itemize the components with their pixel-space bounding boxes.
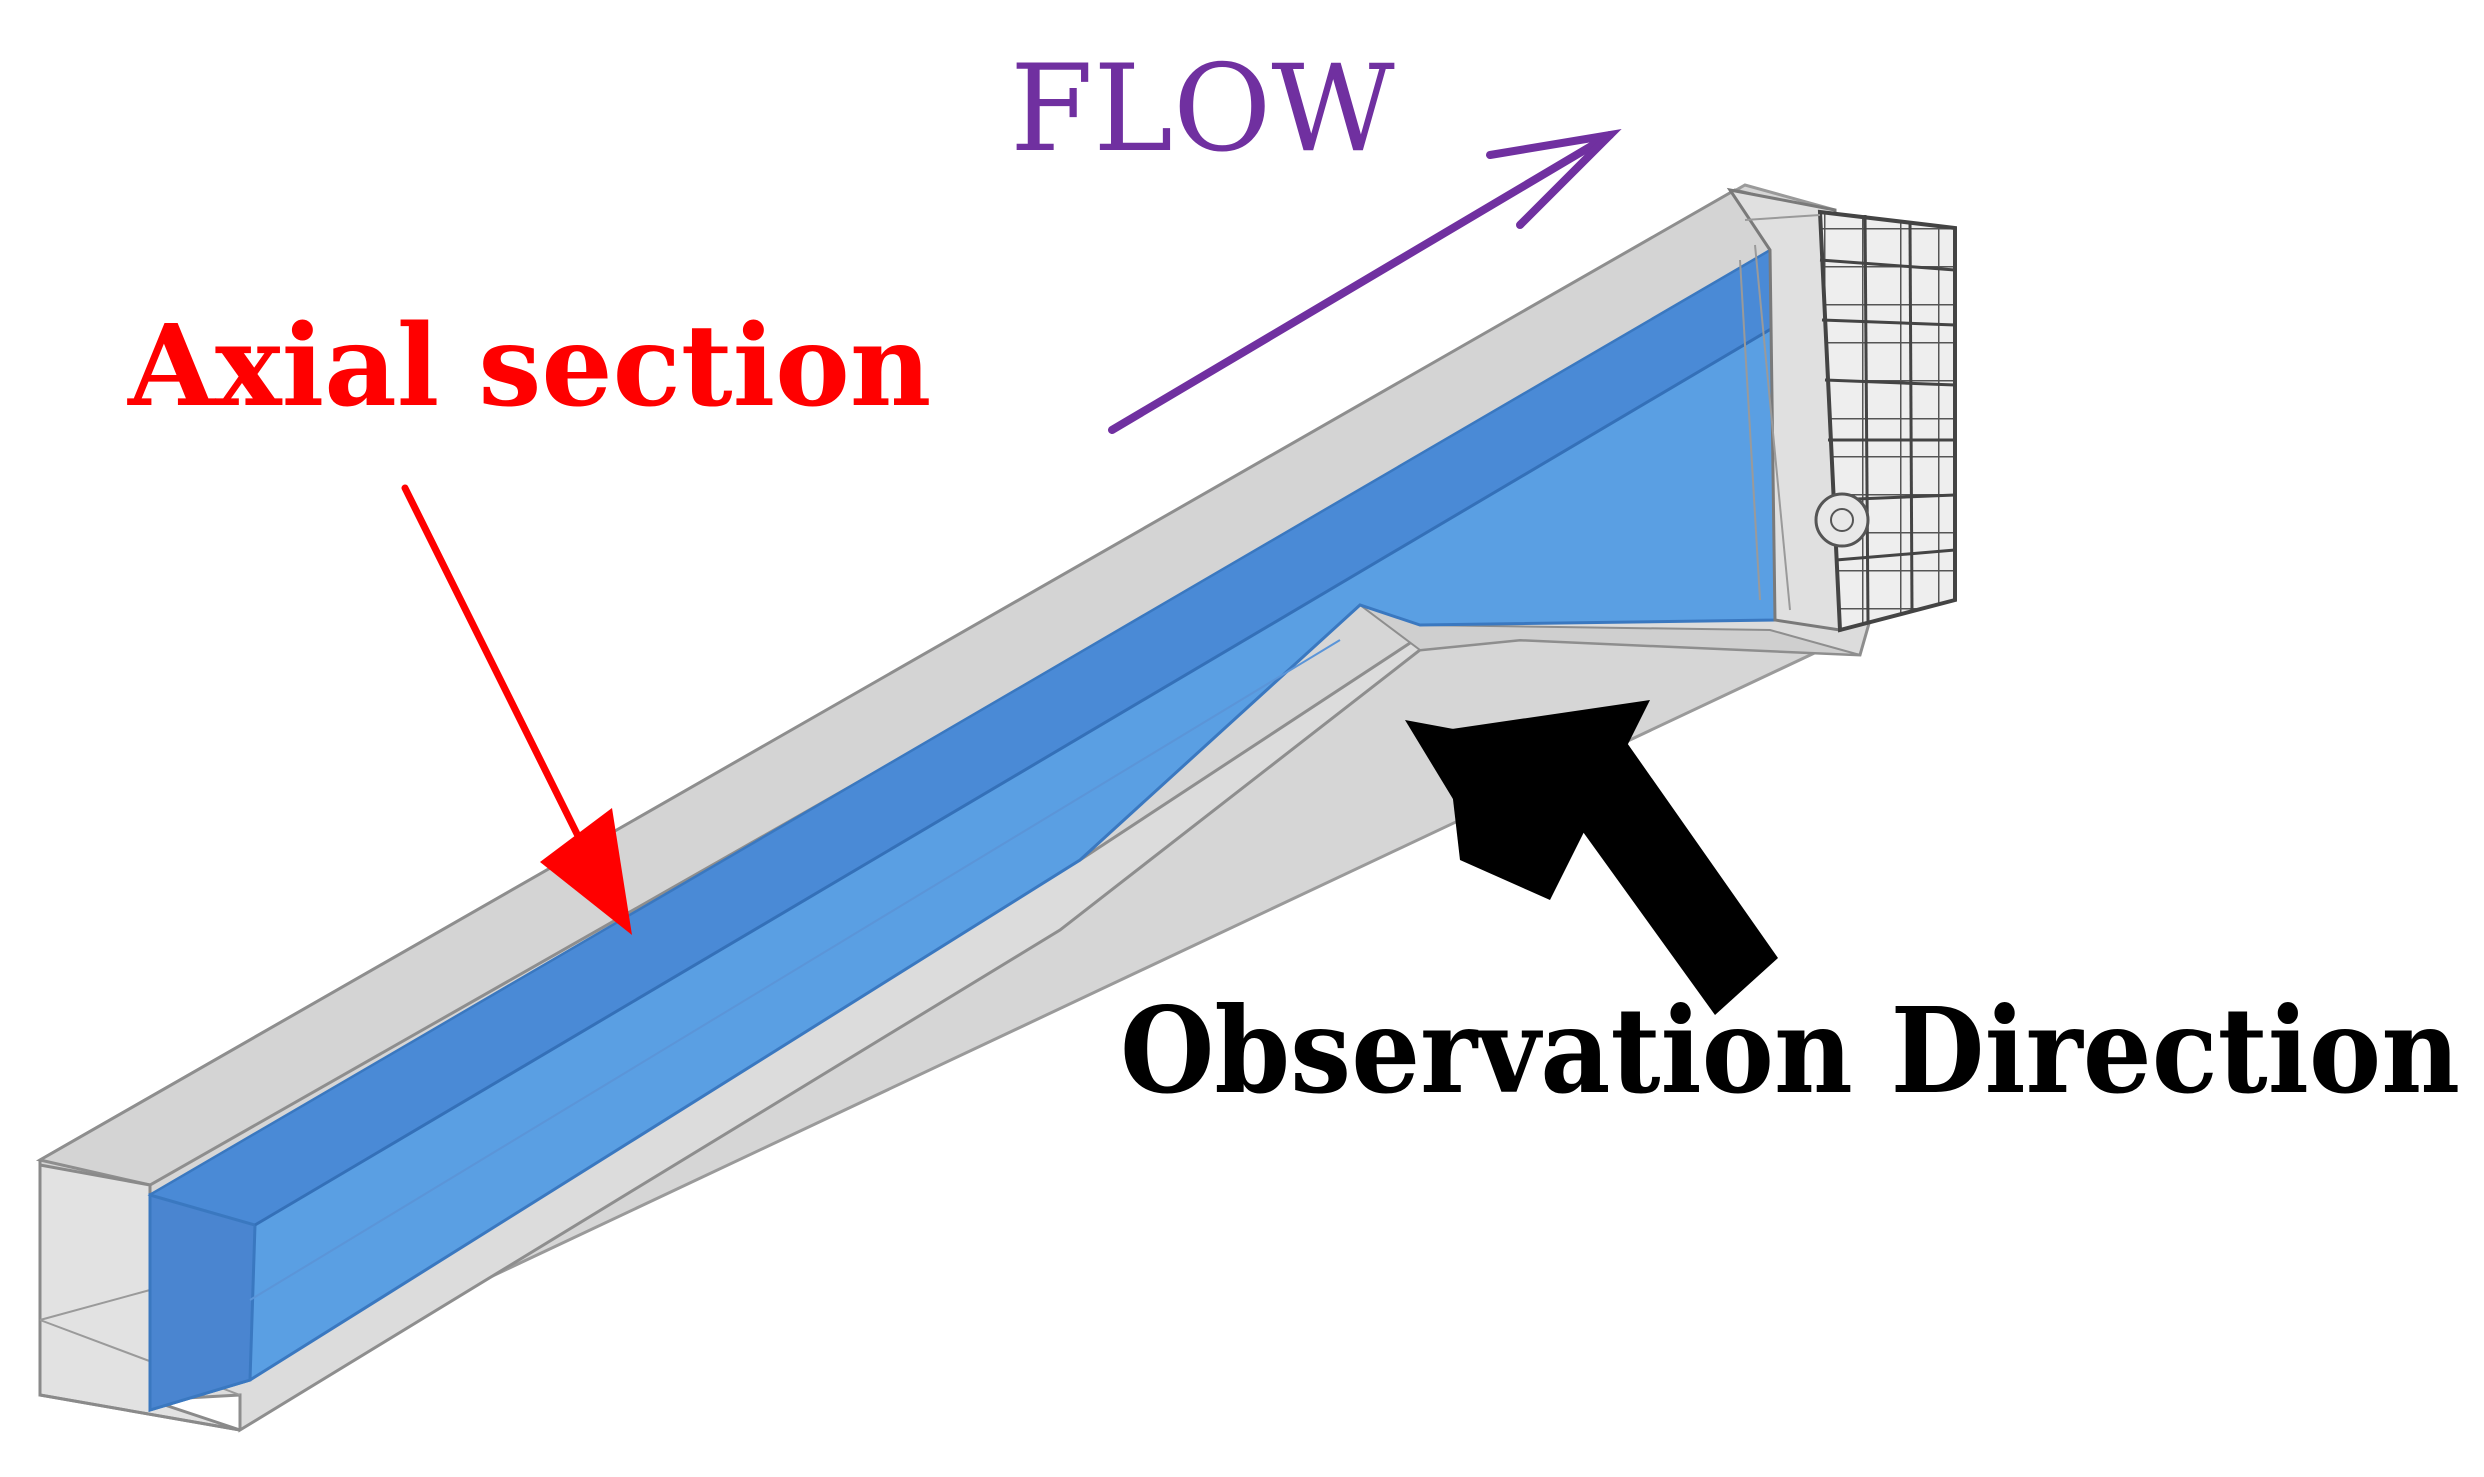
observation-arrow-shaft xyxy=(1560,740,1778,1015)
observation-direction-label: Observation Direction xyxy=(1120,981,2460,1120)
outlet-box-face xyxy=(1817,209,1957,633)
arrow-up-left-icon xyxy=(1405,700,1778,1015)
water-body xyxy=(147,228,1832,1413)
flow-annotation: FLOW xyxy=(1010,40,1622,434)
outlet-grid-lines xyxy=(1819,214,1956,623)
outlet-structure xyxy=(1726,187,1957,633)
arrow-down-right-icon xyxy=(401,484,632,935)
outlet-valve xyxy=(1814,492,1870,548)
observation-annotation: Observation Direction xyxy=(1120,700,2460,1120)
water-inlet-face xyxy=(148,1193,257,1413)
arrow-up-right-icon xyxy=(1108,129,1622,434)
axial-section-label: Axial section xyxy=(127,301,931,432)
outlet-box-side xyxy=(1726,187,1842,632)
axial-section-annotation: Axial section xyxy=(127,301,931,935)
flow-label: FLOW xyxy=(1010,40,1395,179)
